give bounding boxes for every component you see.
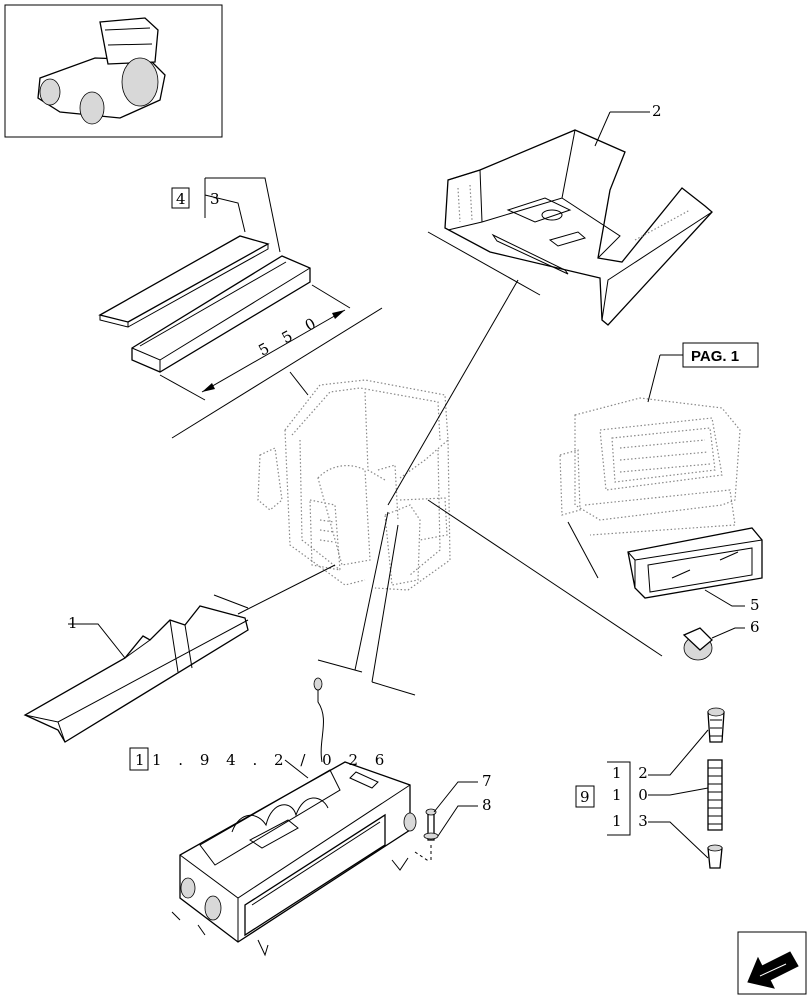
callout-5: 5	[750, 596, 760, 614]
valve-body-part	[707, 844, 723, 869]
page-ref-label[interactable]: PAG. 1	[691, 348, 739, 365]
section-ref-box[interactable]	[129, 747, 149, 771]
floor-tray-part	[23, 605, 249, 743]
callout-7: 7	[482, 772, 492, 790]
callout-9: 9	[580, 788, 590, 806]
back-arrow-icon[interactable]	[737, 931, 807, 995]
cab-frame	[257, 379, 451, 591]
callout-4: 4	[176, 190, 186, 208]
callout-12: 1 2	[612, 764, 654, 782]
floor-mat-part	[444, 129, 713, 326]
page-ref-box[interactable]	[682, 342, 759, 368]
insulation-block-part	[131, 255, 311, 373]
callout-6: 6	[750, 618, 760, 636]
spring-part	[707, 759, 723, 831]
callout-3: 3	[210, 190, 220, 208]
section-ref-prefix[interactable]: 1	[135, 751, 145, 769]
insulation-strip-part	[98, 235, 270, 328]
valve-cap-part	[707, 707, 725, 743]
callout-10: 1 0	[612, 786, 654, 804]
section-ref-code[interactable]: 1 . 9 4 . 2 / 0 2 6	[152, 751, 390, 769]
callout-box-9	[575, 785, 595, 808]
callout-box-4	[171, 187, 190, 209]
callout-2: 2	[652, 102, 662, 120]
screw-part	[414, 808, 439, 863]
callout-1: 1	[68, 614, 78, 632]
tractor-thumbnail-icon	[4, 4, 223, 138]
plug-part	[682, 627, 713, 661]
callout-8: 8	[482, 796, 492, 814]
callout-13: 1 3	[612, 812, 654, 830]
lamp-lens-part	[627, 527, 763, 599]
dimension-label: 5 5 0	[255, 312, 324, 360]
rear-panel-assembly	[559, 397, 741, 536]
heater-unit-part	[171, 677, 417, 957]
dimension-line	[159, 284, 351, 401]
